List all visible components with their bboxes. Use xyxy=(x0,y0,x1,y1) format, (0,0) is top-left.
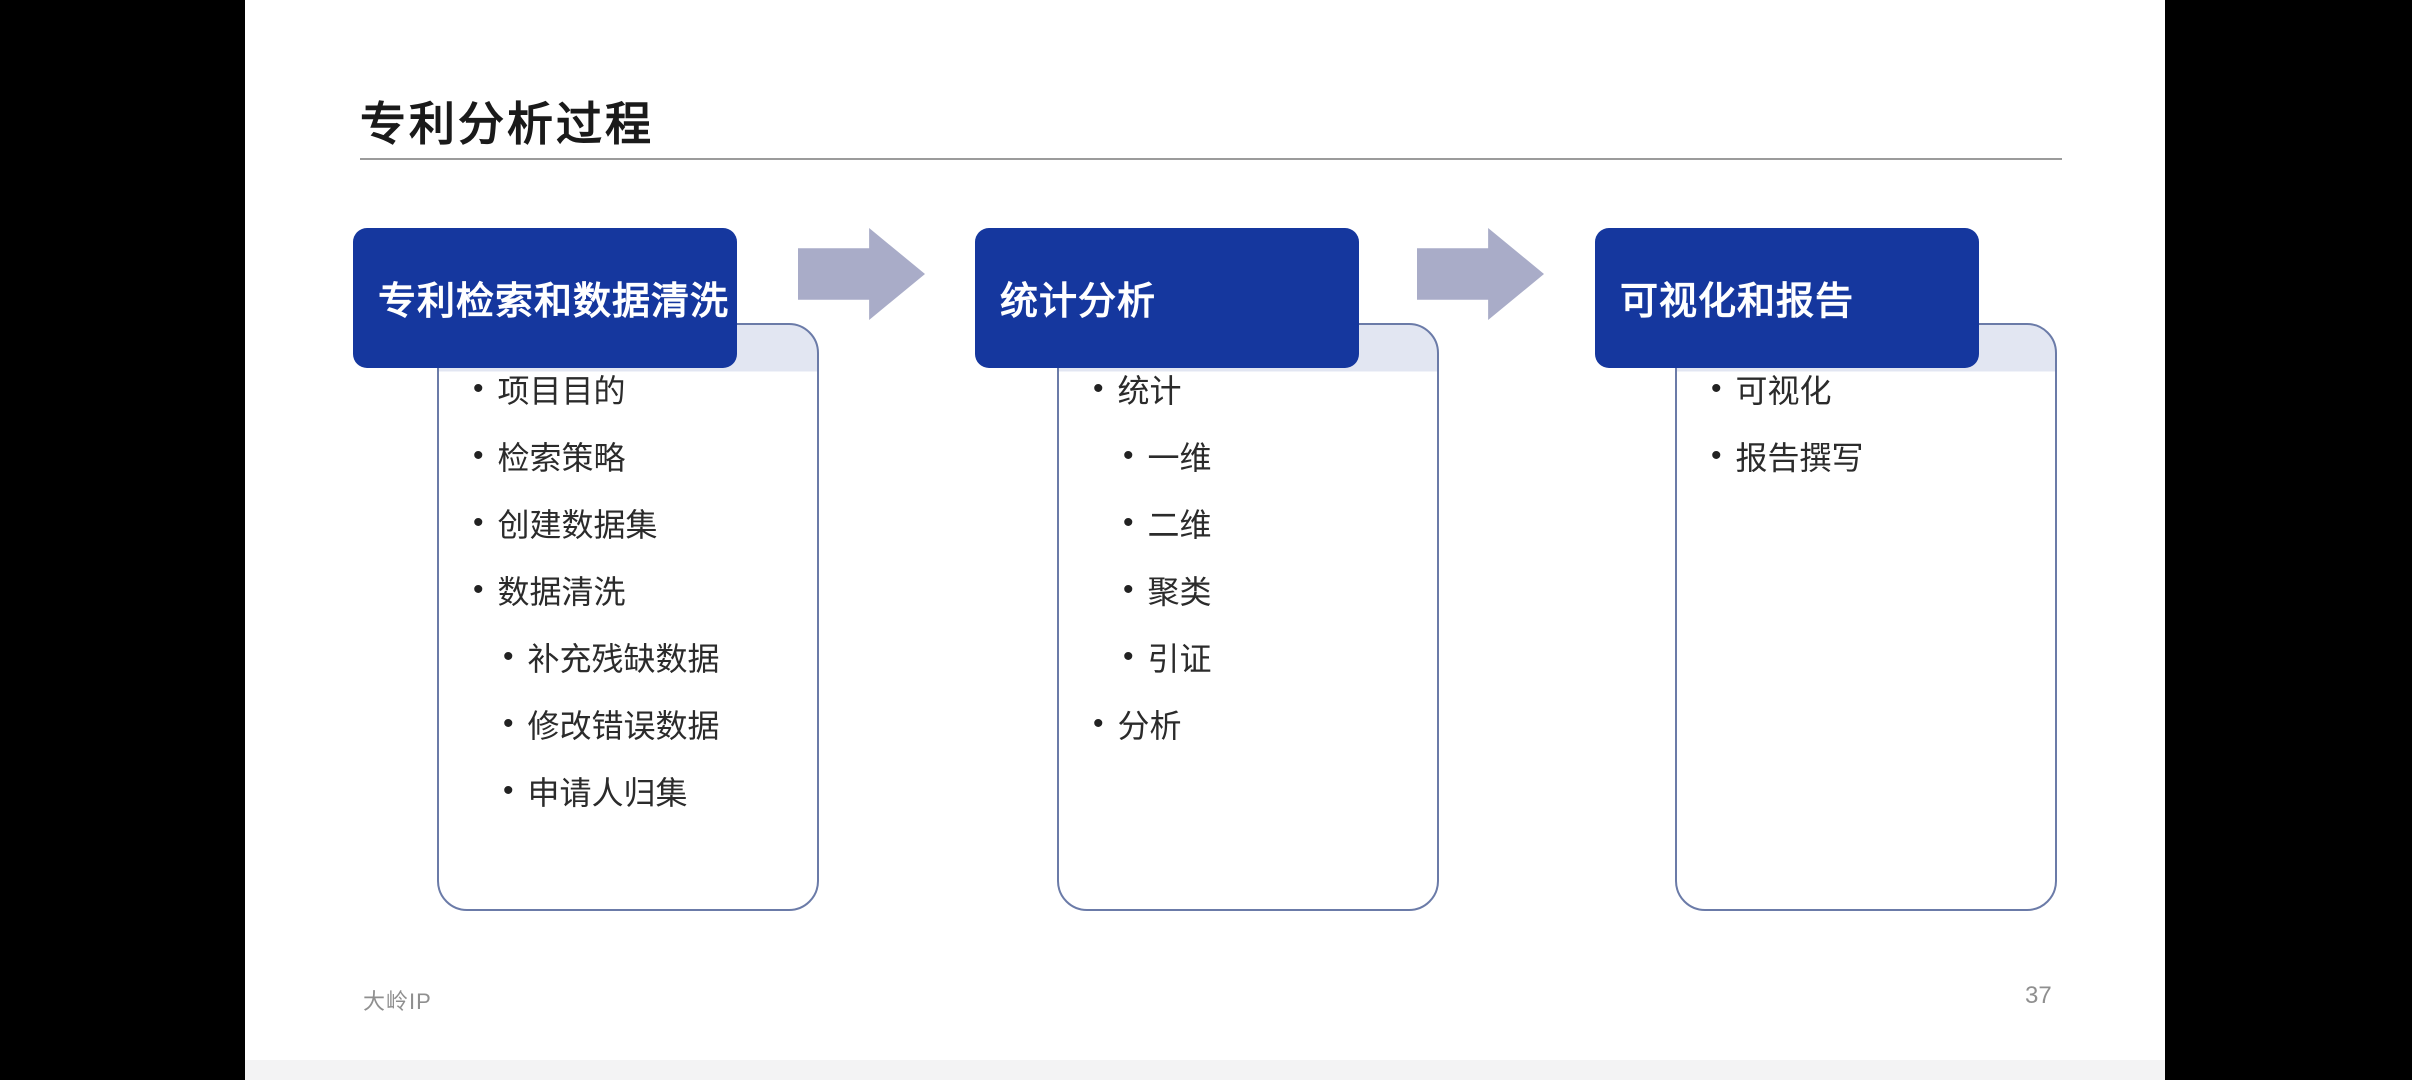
bullet-item: • 聚类 xyxy=(1059,556,1437,623)
bullet-item: • 检索策略 xyxy=(439,422,817,489)
bullet-item: • 分析 xyxy=(1059,690,1437,757)
bullet-item: • 二维 xyxy=(1059,489,1437,556)
bullet-item: • 一维 xyxy=(1059,422,1437,489)
panel-search-cleaning: • 项目目的 • 检索策略 • 创建数据集 • 数据清洗 • 补充残缺数据 • 修改错误数据… xyxy=(437,323,819,911)
letterbox-right xyxy=(2165,0,2412,1080)
bullet-item: • 补充残缺数据 xyxy=(439,623,817,690)
slide-bottom-strip xyxy=(245,1060,2165,1080)
panel-visualization-report: • 可视化 • 报告撰写 xyxy=(1675,323,2057,911)
bullet-dot-icon: • xyxy=(503,773,514,807)
bullet-dot-icon: • xyxy=(1123,572,1134,606)
header-box-search-cleaning: 专利检索和数据清洗 xyxy=(353,228,737,368)
bullet-text: 二维 xyxy=(1147,506,1212,543)
footer-brand: 大岭IP xyxy=(363,989,432,1014)
bullet-list: • 项目目的 • 检索策略 • 创建数据集 • 数据清洗 • 补充残缺数据 • 修改错误数据… xyxy=(439,355,817,824)
bullet-dot-icon: • xyxy=(1123,639,1134,673)
bullet-text: 可视化 xyxy=(1735,372,1832,409)
bullet-item: • 统计 xyxy=(1059,355,1437,422)
bullet-dot-icon: • xyxy=(1711,371,1722,405)
bullet-text: 创建数据集 xyxy=(497,506,658,543)
bullet-dot-icon: • xyxy=(473,572,484,606)
bullet-text: 数据清洗 xyxy=(497,573,626,610)
bullet-text: 补充残缺数据 xyxy=(527,640,720,677)
bullet-dot-icon: • xyxy=(1123,438,1134,472)
bullet-dot-icon: • xyxy=(473,438,484,472)
panel-statistical-analysis: • 统计 • 一维 • 二维 • 聚类 • 引证 • 分析 xyxy=(1057,323,1439,911)
bullet-dot-icon: • xyxy=(503,639,514,673)
bullet-text: 分析 xyxy=(1117,707,1182,744)
bullet-dot-icon: • xyxy=(1123,505,1134,539)
bullet-dot-icon: • xyxy=(1093,371,1104,405)
bullet-text: 报告撰写 xyxy=(1735,439,1864,476)
presentation-slide: 专利分析过程 • 项目目的 • 检索策略 • 创建数据集 • 数据清洗 • 补充残缺数据 … xyxy=(245,0,2165,1080)
bullet-item: • 引证 xyxy=(1059,623,1437,690)
flow-arrow-icon xyxy=(798,228,925,320)
bullet-list: • 统计 • 一维 • 二维 • 聚类 • 引证 • 分析 xyxy=(1059,355,1437,757)
bullet-text: 统计 xyxy=(1117,372,1182,409)
bullet-text: 聚类 xyxy=(1147,573,1212,610)
bullet-text: 项目目的 xyxy=(497,372,626,409)
bullet-text: 一维 xyxy=(1147,439,1212,476)
bullet-item: • 申请人归集 xyxy=(439,757,817,824)
bullet-item: • 报告撰写 xyxy=(1677,422,2055,489)
bullet-dot-icon: • xyxy=(1093,706,1104,740)
bullet-text: 引证 xyxy=(1147,640,1212,677)
bullet-text: 申请人归集 xyxy=(527,774,688,811)
bullet-item: • 项目目的 xyxy=(439,355,817,422)
bullet-item: • 数据清洗 xyxy=(439,556,817,623)
bullet-item: • 修改错误数据 xyxy=(439,690,817,757)
bullet-dot-icon: • xyxy=(503,706,514,740)
letterbox-left xyxy=(0,0,245,1080)
title-divider xyxy=(360,158,2062,160)
bullet-dot-icon: • xyxy=(473,371,484,405)
bullet-text: 修改错误数据 xyxy=(527,707,720,744)
page-number: 37 xyxy=(2025,982,2052,1009)
bullet-dot-icon: • xyxy=(473,505,484,539)
bullet-item: • 创建数据集 xyxy=(439,489,817,556)
bullet-item: • 可视化 xyxy=(1677,355,2055,422)
bullet-list: • 可视化 • 报告撰写 xyxy=(1677,355,2055,489)
bullet-text: 检索策略 xyxy=(497,439,626,476)
slide-title: 专利分析过程 xyxy=(360,98,654,150)
bullet-dot-icon: • xyxy=(1711,438,1722,472)
header-box-statistical-analysis: 统计分析 xyxy=(975,228,1359,368)
flow-arrow-icon xyxy=(1417,228,1544,320)
header-box-visualization-report: 可视化和报告 xyxy=(1595,228,1979,368)
